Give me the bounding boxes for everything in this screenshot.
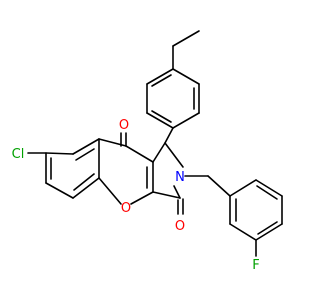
bond [125, 145, 154, 163]
atom-o-ring: O [121, 201, 131, 216]
bond [255, 223, 283, 241]
double-bond-inner [151, 110, 172, 123]
atom-o-lactam: O [175, 219, 185, 234]
atom-f: F [252, 258, 259, 273]
bond [207, 175, 231, 197]
double-bond-inner [257, 221, 278, 235]
bond [172, 112, 200, 129]
bond [72, 177, 100, 199]
bond [146, 112, 174, 129]
bond [98, 138, 127, 147]
bond [172, 30, 200, 47]
ethylphenyl-group [146, 30, 200, 144]
bond [45, 182, 74, 199]
atom-cl: Cl [12, 147, 25, 162]
double-bond-inner [73, 173, 95, 191]
double-bond-inner [151, 74, 172, 87]
bond [98, 177, 122, 205]
bond [173, 185, 181, 199]
bond [152, 142, 166, 163]
bond [72, 138, 100, 155]
atom-n: N [175, 170, 185, 185]
bond [172, 68, 200, 85]
bond [146, 68, 174, 85]
bond [130, 191, 154, 205]
pyranone-ring [98, 132, 154, 205]
bond [45, 152, 74, 155]
bond [164, 127, 174, 144]
pyrrolidinone-ring [152, 142, 231, 215]
bond [164, 142, 184, 168]
bond [255, 179, 283, 197]
chlorobenzo-ring [27, 138, 100, 199]
double-bond-inner [256, 185, 278, 200]
molecule-structure-diagram: Cl O O N O F [12, 30, 283, 273]
double-bond-inner [75, 148, 95, 161]
atom-o-ketone: O [119, 118, 129, 133]
bond [152, 191, 181, 199]
bond [229, 223, 257, 241]
fluorophenyl-group [229, 179, 283, 257]
bond [229, 179, 257, 197]
